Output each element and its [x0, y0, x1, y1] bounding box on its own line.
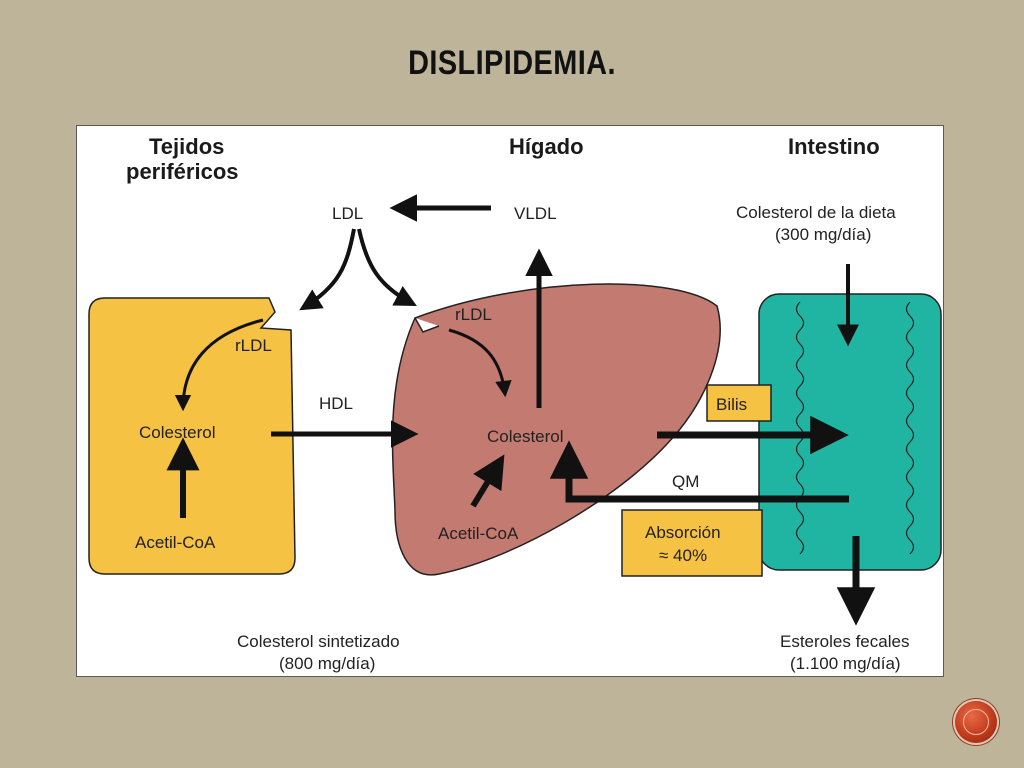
intestine-right-villi	[905, 301, 915, 555]
dieta-label-line1: Colesterol de la dieta	[736, 203, 896, 222]
bilis-box	[706, 384, 772, 422]
bilis-label: Bilis	[716, 395, 747, 414]
ldl-label: LDL	[332, 204, 363, 223]
arrow-ldl-to-peripheral	[299, 228, 356, 311]
absorcion-label-line1: Absorción	[645, 523, 721, 542]
sintetizado-label-line1: Colesterol sintetizado	[237, 632, 400, 651]
hdl-label: HDL	[319, 394, 353, 413]
header-peripheral-line1: Tejidos	[149, 134, 224, 159]
colesterol-peripheral-label: Colesterol	[139, 423, 216, 442]
arrow-ldl-to-liver	[357, 228, 417, 307]
colesterol-liver-label: Colesterol	[487, 427, 564, 446]
peripheral-tissue-cell	[88, 297, 296, 575]
absorcion-box	[621, 509, 763, 577]
diagram-panel: Tejidos periféricos Hígado Intestino LDL…	[76, 125, 944, 677]
slide-title: DISLIPIDEMIA.	[408, 44, 616, 82]
qm-label: QM	[672, 472, 699, 491]
arrow-qm-absorption	[549, 440, 849, 503]
slide-nav-button[interactable]	[955, 701, 997, 743]
fecales-label-line2: (1.100 mg/día)	[790, 654, 901, 673]
absorcion-label-line2: ≈ 40%	[659, 546, 707, 565]
acetil-peripheral-label: Acetil-CoA	[135, 533, 216, 552]
arrow-rldl-to-colesterol-liver	[448, 328, 512, 398]
sintetizado-label-line2: (800 mg/día)	[279, 654, 375, 673]
rldl-liver-label: rLDL	[455, 305, 492, 324]
vldl-label: VLDL	[514, 204, 557, 223]
liver-receptor-notch	[414, 317, 440, 333]
acetil-liver-label: Acetil-CoA	[438, 524, 519, 543]
header-liver: Hígado	[509, 134, 584, 159]
cholesterol-metabolism-diagram: Tejidos periféricos Hígado Intestino LDL…	[88, 134, 942, 673]
intestine-left-villi	[795, 301, 805, 555]
dieta-label-line2: (300 mg/día)	[775, 225, 871, 244]
header-peripheral-line2: periféricos	[126, 159, 239, 184]
header-intestine: Intestino	[788, 134, 880, 159]
rldl-peripheral-label: rLDL	[235, 336, 272, 355]
fecales-label-line1: Esteroles fecales	[780, 632, 909, 651]
arrow-acetil-to-colesterol-liver	[470, 454, 505, 508]
arrow-rldl-to-colesterol-peripheral	[174, 318, 264, 412]
nav-ring-icon	[963, 709, 989, 735]
